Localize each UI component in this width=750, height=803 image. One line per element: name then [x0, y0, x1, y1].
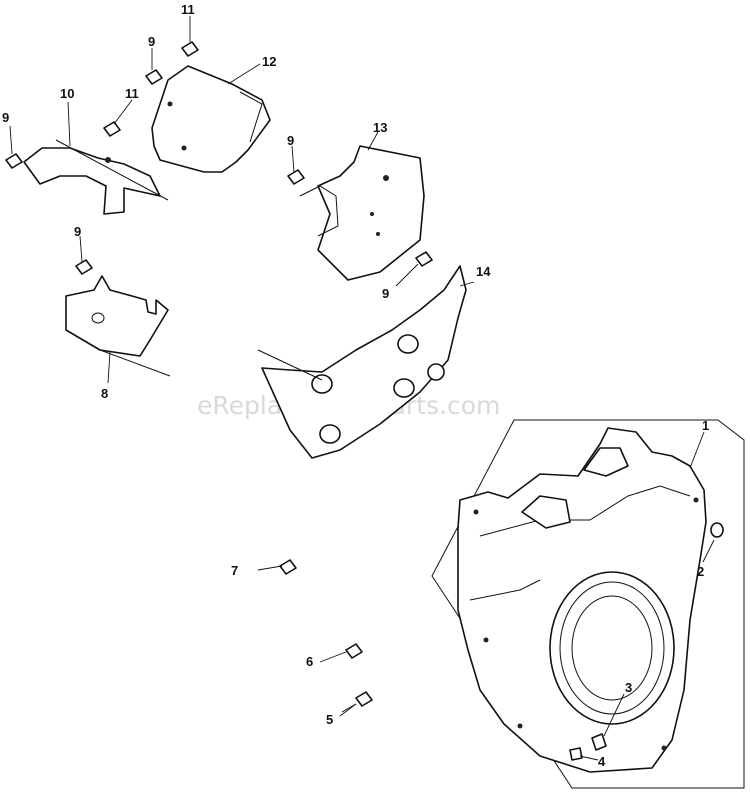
part-9-screw-d[interactable] [75, 259, 93, 275]
part-9-screw-e[interactable] [415, 251, 433, 267]
callout-9-b: 9 [148, 34, 155, 49]
part-5-screw[interactable] [341, 691, 373, 713]
callout-9-c: 9 [287, 133, 294, 148]
callout-7: 7 [231, 563, 238, 578]
part-3-grommet[interactable] [591, 733, 607, 751]
part-6-screw[interactable] [345, 643, 363, 659]
part-8-bracket[interactable] [65, 275, 171, 377]
callout-10: 10 [60, 86, 74, 101]
callout-13: 13 [373, 120, 387, 135]
part-9-screw-a[interactable] [5, 153, 23, 169]
part-7-screw[interactable] [279, 559, 297, 575]
callout-6: 6 [306, 654, 313, 669]
callout-14: 14 [476, 264, 491, 279]
part-1-blower-housing[interactable] [431, 419, 745, 789]
callout-8: 8 [101, 386, 108, 401]
callout-9-a: 9 [2, 110, 9, 125]
callout-1: 1 [702, 418, 709, 433]
part-14-baffle[interactable] [257, 265, 467, 459]
callout-12: 12 [262, 54, 276, 69]
callout-3: 3 [625, 680, 632, 695]
part-11-screw-b[interactable] [103, 121, 121, 137]
callout-11-a: 11 [181, 2, 195, 17]
callout-2: 2 [697, 564, 704, 579]
part-9-screw-c[interactable] [287, 169, 305, 185]
part-12-baffle[interactable] [151, 65, 271, 173]
callout-9-d: 9 [74, 224, 81, 239]
callout-11-b: 11 [125, 86, 139, 101]
blower-housing-group-outline [431, 419, 745, 789]
part-10-bracket[interactable] [23, 139, 169, 215]
part-11-screw-a[interactable] [181, 41, 199, 57]
part-13-baffle[interactable] [299, 145, 425, 281]
leader-lines [9, 16, 715, 761]
part-9-screw-b[interactable] [145, 69, 163, 85]
callout-5: 5 [326, 712, 333, 727]
callout-4: 4 [598, 754, 606, 769]
part-2-plug[interactable] [710, 522, 724, 538]
callout-9-e: 9 [382, 286, 389, 301]
part-4-clip[interactable] [569, 747, 583, 761]
